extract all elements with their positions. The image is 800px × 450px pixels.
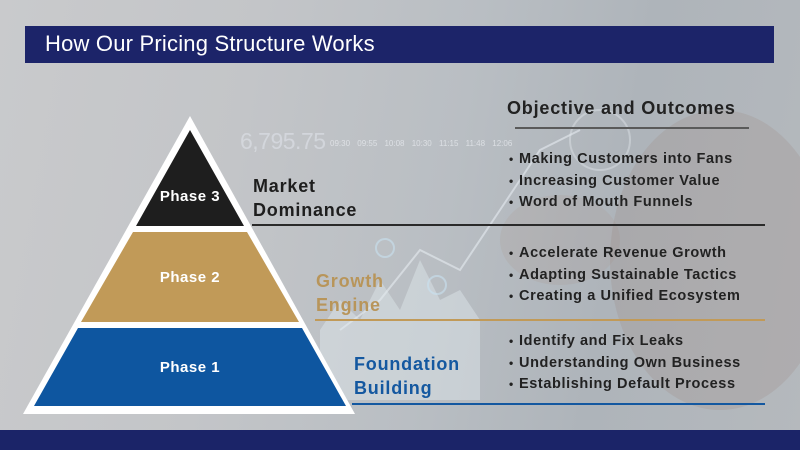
bullet-icon: •: [509, 267, 514, 282]
list-item: • Creating a Unified Ecosystem: [509, 286, 740, 308]
footer-bar: [0, 430, 800, 450]
outcome-text: Understanding Own Business: [519, 354, 741, 371]
outcome-text: Adapting Sustainable Tactics: [519, 266, 737, 283]
phase1-name: Foundation Building: [354, 352, 460, 400]
bullet-icon: •: [509, 152, 514, 166]
phase1-label: Phase 1: [159, 359, 221, 376]
phase1-name-line1: Foundation: [354, 354, 460, 374]
phase1-divider: [352, 403, 765, 405]
outcome-text: Accelerate Revenue Growth: [519, 245, 727, 261]
list-item: • Understanding Own Business: [509, 353, 741, 375]
phase3-name-line2: Dominance: [253, 200, 358, 220]
title-bar: How Our Pricing Structure Works: [25, 26, 774, 63]
phase2-label: Phase 2: [159, 269, 221, 286]
pyramid-tier-phase3: [136, 130, 244, 226]
outcome-text: Establishing Default Process: [519, 376, 736, 392]
list-item: • Establishing Default Process: [509, 374, 741, 396]
list-item: • Identify and Fix Leaks: [509, 331, 741, 353]
phase3-label: Phase 3: [159, 188, 221, 205]
phase2-name: Growth Engine: [316, 269, 384, 317]
phase3-name: Market Dominance: [253, 174, 357, 222]
bullet-icon: •: [509, 355, 514, 370]
phase2-name-line1: Growth: [316, 271, 384, 291]
outcome-text: Making Customers into Fans: [519, 151, 733, 167]
list-item: • Increasing Customer Value: [509, 171, 733, 193]
pyramid-tier-phase1: [34, 328, 346, 406]
bullet-icon: •: [509, 195, 514, 209]
list-item: • Making Customers into Fans: [509, 149, 733, 171]
phase2-outcomes-list: • Accelerate Revenue Growth • Adapting Sus…: [509, 243, 740, 308]
outcome-text: Creating a Unified Ecosystem: [519, 288, 741, 304]
phase1-name-line2: Building: [354, 378, 433, 398]
phase3-divider: [252, 224, 765, 226]
list-item: • Word of Mouth Funnels: [509, 192, 733, 214]
list-item: • Accelerate Revenue Growth: [509, 243, 740, 265]
outcome-text: Identify and Fix Leaks: [519, 333, 684, 349]
phase3-name-line1: Market: [253, 176, 316, 196]
phase2-name-line2: Engine: [316, 295, 381, 315]
bullet-icon: •: [509, 289, 514, 303]
phase2-divider: [315, 319, 765, 321]
phase1-outcomes-list: • Identify and Fix Leaks • Understanding O…: [509, 331, 741, 396]
bullet-icon: •: [509, 334, 514, 348]
page-title: How Our Pricing Structure Works: [45, 31, 375, 56]
objectives-heading-underline: [515, 127, 749, 129]
phase3-outcomes-list: • Making Customers into Fans • Increasing …: [509, 149, 733, 214]
bullet-icon: •: [509, 246, 514, 260]
bullet-icon: •: [509, 377, 514, 391]
list-item: • Adapting Sustainable Tactics: [509, 265, 740, 287]
bullet-icon: •: [509, 173, 514, 188]
outcome-text: Word of Mouth Funnels: [519, 194, 694, 210]
outcome-text: Increasing Customer Value: [519, 172, 721, 189]
pyramid-tier-phase2: [81, 232, 299, 322]
objectives-heading: Objective and Outcomes: [507, 98, 736, 118]
